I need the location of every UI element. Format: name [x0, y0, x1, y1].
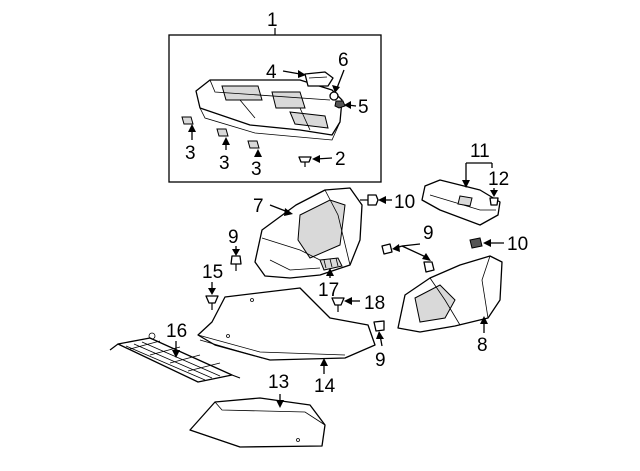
callout-12: 12 [488, 169, 509, 190]
clip-10b [469, 237, 483, 249]
clip-9c [423, 261, 435, 273]
clip-9a [230, 255, 242, 271]
clip-6 [329, 91, 339, 101]
right-upper-trim-panel [421, 179, 501, 226]
clip-3b [216, 128, 229, 137]
callout-3c: 3 [251, 159, 262, 180]
trunk-floor-mat [197, 287, 376, 361]
callout-3a: 3 [185, 143, 196, 164]
high-mount-light-cover [304, 71, 334, 87]
left-side-trim-panel [254, 187, 363, 279]
callout-17: 17 [318, 280, 339, 301]
clip-9d [373, 320, 385, 332]
callout-8: 8 [477, 335, 488, 356]
spare-tire-cover [189, 397, 326, 448]
clip-15 [205, 295, 219, 310]
callout-14: 14 [314, 376, 336, 397]
clip-17 [319, 257, 343, 271]
callout-11: 11 [470, 141, 490, 162]
callout-6: 6 [338, 50, 349, 71]
cargo-net [109, 332, 241, 383]
callout-2: 2 [335, 149, 346, 170]
clip-3c [247, 140, 260, 149]
callout-16: 16 [166, 321, 187, 342]
callout-10b: 10 [507, 234, 528, 255]
clip-12 [489, 197, 499, 206]
callout-3b: 3 [219, 153, 230, 174]
callout-1: 1 [267, 10, 278, 31]
callout-13: 13 [268, 372, 289, 393]
callout-18: 18 [364, 293, 385, 314]
clip-9b [381, 243, 393, 255]
callout-15: 15 [202, 262, 223, 283]
clip-18 [331, 297, 345, 312]
callout-7: 7 [253, 196, 264, 217]
callout-4: 4 [266, 62, 277, 83]
callout-5: 5 [358, 97, 369, 118]
callout-9b: 9 [423, 223, 434, 244]
clip-10a [360, 194, 379, 206]
right-side-trim-panel [397, 255, 503, 333]
callout-9c: 9 [375, 350, 386, 371]
clip-5 [334, 100, 346, 109]
callout-9a: 9 [228, 227, 239, 248]
rear-shelf-panel [195, 79, 343, 141]
callout-10a: 10 [394, 192, 415, 213]
clip-3a [181, 116, 194, 125]
fastener-2 [298, 156, 312, 167]
